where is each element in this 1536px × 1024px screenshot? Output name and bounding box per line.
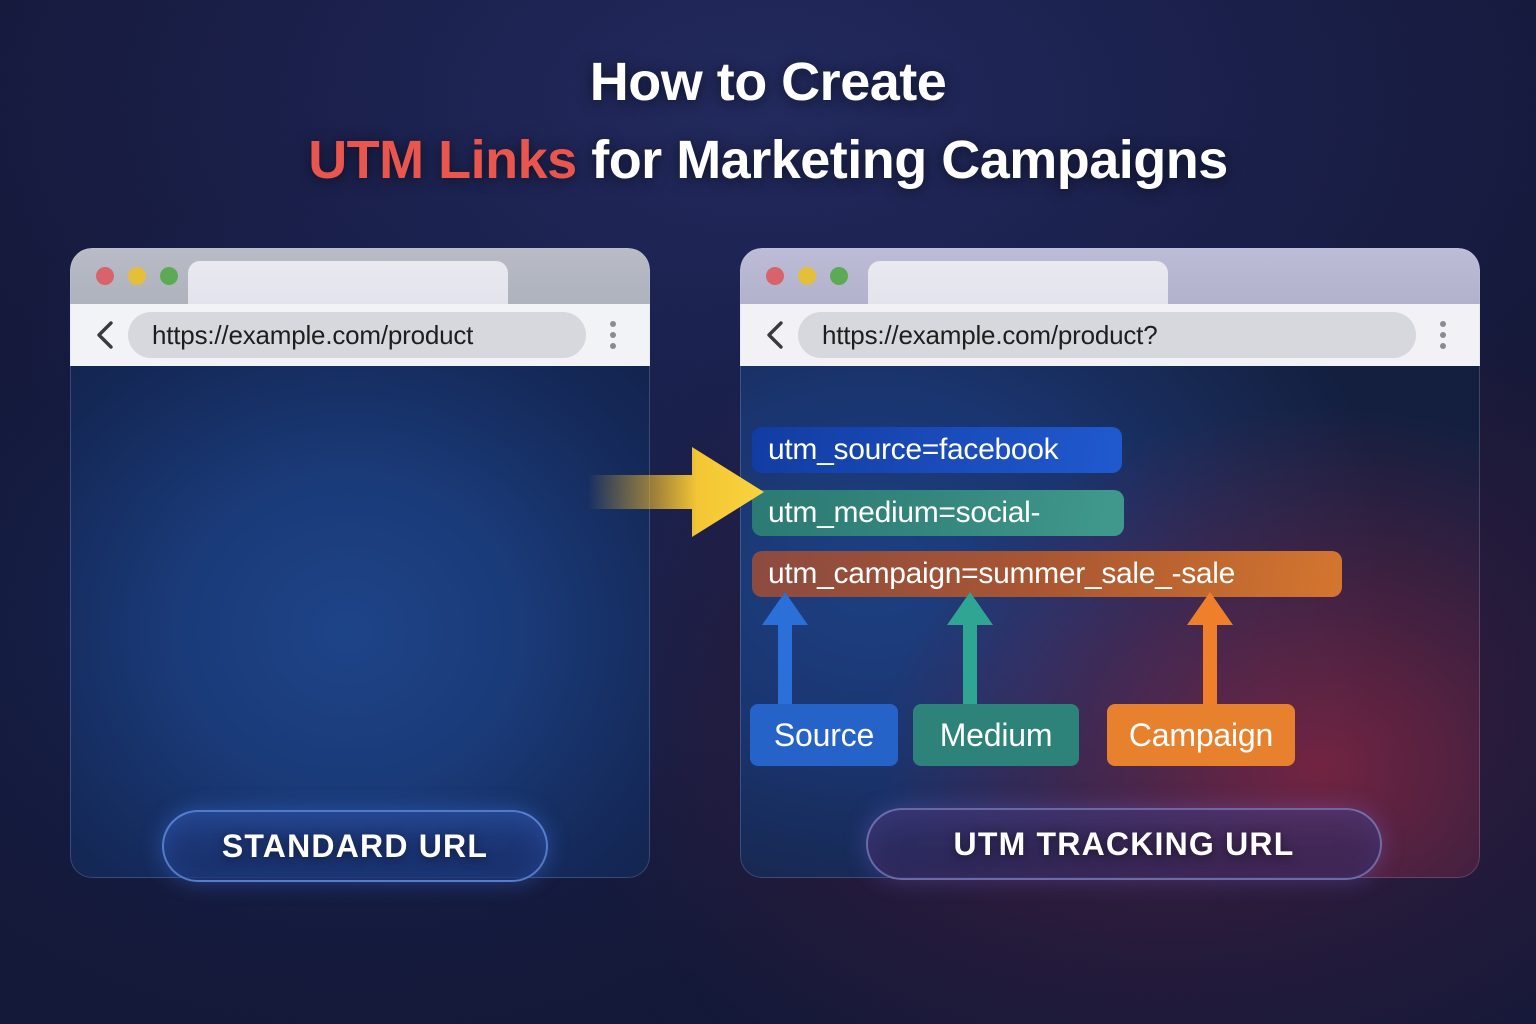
legend-box-campaign: Campaign [1107,704,1295,766]
kebab-menu-icon-left[interactable] [598,321,628,349]
utm-tracking-url-badge-label: UTM TRACKING URL [953,825,1295,862]
chevron-left-icon[interactable] [760,320,790,350]
right-arrow-icon [588,443,764,541]
minimize-yellow-icon[interactable] [798,267,816,285]
kebab-menu-icon-right[interactable] [1428,321,1458,349]
close-red-icon[interactable] [96,267,114,285]
legend-label-source: Source [773,716,875,753]
title-line-1: How to Create [589,52,947,112]
standard-url-browser-window: https://example.com/product [70,248,650,878]
close-red-icon[interactable] [766,267,784,285]
page-viewport-left [70,366,650,878]
utm-param-text-source: utm_source=facebook [768,433,1059,466]
traffic-lights-left [96,267,178,285]
browser-tab-right[interactable] [868,261,1168,304]
maximize-green-icon[interactable] [830,267,848,285]
address-bar-right: https://example.com/product? [740,304,1480,366]
callout-arrow-campaign-icon [1185,592,1235,707]
legend-label-campaign: Campaign [1128,716,1274,753]
title-line-2: UTM Links for Marketing Campaigns [0,122,1536,200]
url-text-right: https://example.com/product? [822,319,1158,350]
callout-arrow-medium-icon [945,592,995,707]
traffic-lights-right [766,267,848,285]
chevron-left-icon[interactable] [90,320,120,350]
utm-param-chip-medium: utm_medium=social- [752,490,1124,536]
maximize-green-icon[interactable] [160,267,178,285]
callout-arrow-source-icon [760,592,810,707]
utm-param-text-campaign: utm_campaign=summer_sale_-sale [768,557,1236,590]
browser-chrome-right [740,248,1480,304]
utm-param-text-medium: utm_medium=social- [768,496,1041,529]
utm-param-chip-source: utm_source=facebook [752,427,1122,473]
legend-box-medium: Medium [913,704,1079,766]
standard-url-badge-label: STANDARD URL [221,827,489,864]
standard-url-badge: STANDARD URL [162,810,548,882]
title-line-2-rest: for Marketing Campaigns [576,129,1228,190]
url-text-left: https://example.com/product [152,319,474,350]
browser-tab-left[interactable] [188,261,508,304]
browser-chrome-left [70,248,650,304]
utm-tracking-url-badge: UTM TRACKING URL [866,808,1382,880]
legend-label-medium: Medium [939,716,1053,753]
minimize-yellow-icon[interactable] [128,267,146,285]
address-bar-left: https://example.com/product [70,304,650,366]
utm-param-chip-campaign: utm_campaign=summer_sale_-sale [752,551,1342,597]
url-field-left[interactable]: https://example.com/product [128,312,586,358]
legend-box-source: Source [750,704,898,766]
title-accent-utm-links: UTM Links [308,129,577,190]
url-field-right[interactable]: https://example.com/product? [798,312,1416,358]
page-title: How to Create UTM Links for Marketing Ca… [0,44,1536,200]
